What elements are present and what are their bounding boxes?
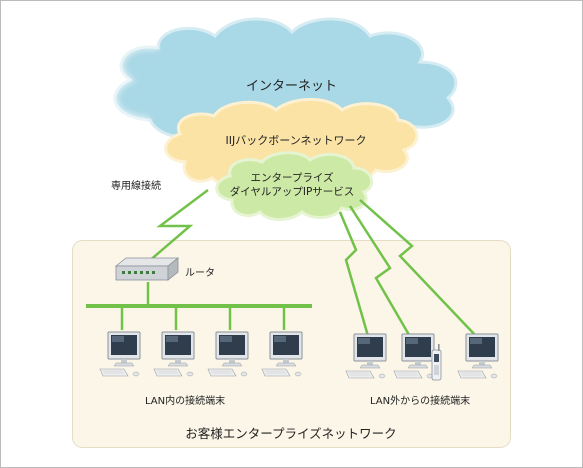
remote-connection-line [359, 199, 477, 337]
mobile-phone-icon [431, 344, 442, 381]
service-cloud [215, 151, 374, 221]
remote-terminals [345, 333, 499, 381]
service-label-line1: エンタープライズ [250, 172, 334, 184]
router-icon [114, 257, 180, 281]
lan-bus [86, 282, 312, 330]
remote-terminals-label: LAN外からの接続端末 [370, 396, 471, 407]
backbone-label: IIJバックボーンネットワーク [225, 134, 367, 147]
service-label-line2: ダイヤルアップIPサービス [229, 186, 355, 198]
remote-connection-line [348, 205, 414, 341]
dedicated-line-label: 専用線接続 [111, 181, 161, 192]
router-label: ルータ [185, 268, 215, 279]
lan-terminals-label: LAN内の接続端末 [145, 396, 226, 407]
dedicated-line-connection [147, 189, 209, 263]
remote-connection-line [338, 211, 370, 337]
customer-network-label: お客様エンタープライズネットワーク [185, 426, 397, 441]
remote-connections [338, 199, 477, 341]
internet-label: インターネット [245, 79, 337, 94]
